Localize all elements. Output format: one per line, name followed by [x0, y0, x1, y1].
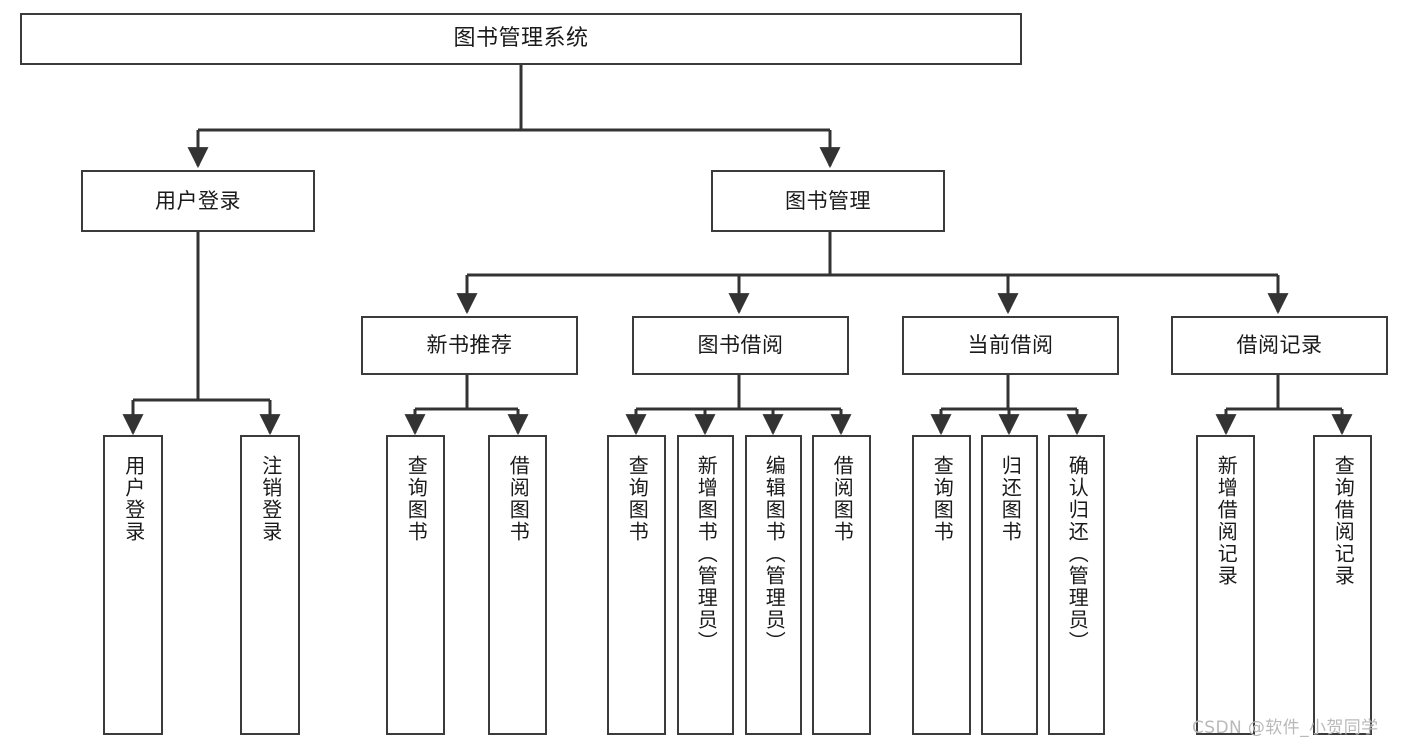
node-book-borrow[interactable]: 图书借阅	[632, 316, 849, 375]
node-label: 图书管理系统	[453, 26, 589, 52]
leaf-add-borrow-record[interactable]: 新增借阅记录	[1196, 435, 1255, 735]
node-book-management[interactable]: 图书管理	[711, 170, 945, 232]
leaf-confirm-return-admin[interactable]: 确认归还（管理员）	[1048, 435, 1105, 735]
node-label: 用户登录	[155, 188, 241, 213]
leaf-query-book-recommend[interactable]: 查询图书	[386, 435, 445, 735]
node-borrow-record[interactable]: 借阅记录	[1171, 316, 1388, 375]
leaf-add-book-admin[interactable]: 新增图书（管理员）	[677, 435, 734, 735]
node-label: 借阅图书	[830, 455, 855, 543]
node-current-borrow[interactable]: 当前借阅	[902, 316, 1119, 375]
node-label: 借阅图书	[506, 455, 531, 543]
node-label: 新书推荐	[426, 333, 513, 358]
leaf-borrow-book[interactable]: 借阅图书	[812, 435, 871, 735]
node-label: 查询图书	[930, 455, 955, 543]
node-label: 注销登录	[258, 455, 283, 543]
leaf-query-book-borrow[interactable]: 查询图书	[607, 435, 666, 735]
node-label: 查询借阅记录	[1331, 455, 1356, 587]
node-label: 查询图书	[404, 455, 429, 543]
node-label: 确认归还（管理员）	[1065, 455, 1090, 653]
leaf-return-book[interactable]: 归还图书	[981, 435, 1038, 735]
leaf-edit-book-admin[interactable]: 编辑图书（管理员）	[745, 435, 802, 735]
node-label: 归还图书	[998, 455, 1023, 543]
node-label: 新增借阅记录	[1214, 455, 1239, 587]
node-label: 查询图书	[625, 455, 650, 543]
leaf-query-borrow-record[interactable]: 查询借阅记录	[1313, 435, 1372, 735]
node-label: 图书借阅	[697, 333, 784, 358]
node-label: 当前借阅	[967, 333, 1054, 358]
node-user-login[interactable]: 用户登录	[81, 170, 315, 232]
node-label: 借阅记录	[1236, 333, 1323, 358]
leaf-query-book-current[interactable]: 查询图书	[912, 435, 971, 735]
node-new-book-recommend[interactable]: 新书推荐	[361, 316, 578, 375]
leaf-user-login[interactable]: 用户登录	[103, 435, 163, 735]
leaf-user-logout[interactable]: 注销登录	[240, 435, 300, 735]
node-label: 图书管理	[785, 188, 871, 213]
node-label: 新增图书（管理员）	[694, 455, 719, 653]
node-label: 用户登录	[121, 455, 146, 543]
node-label: 编辑图书（管理员）	[762, 455, 787, 653]
leaf-borrow-book-recommend[interactable]: 借阅图书	[488, 435, 547, 735]
node-root-system[interactable]: 图书管理系统	[20, 13, 1022, 65]
watermark-text: CSDN @软件_小贺同学	[1192, 718, 1379, 738]
